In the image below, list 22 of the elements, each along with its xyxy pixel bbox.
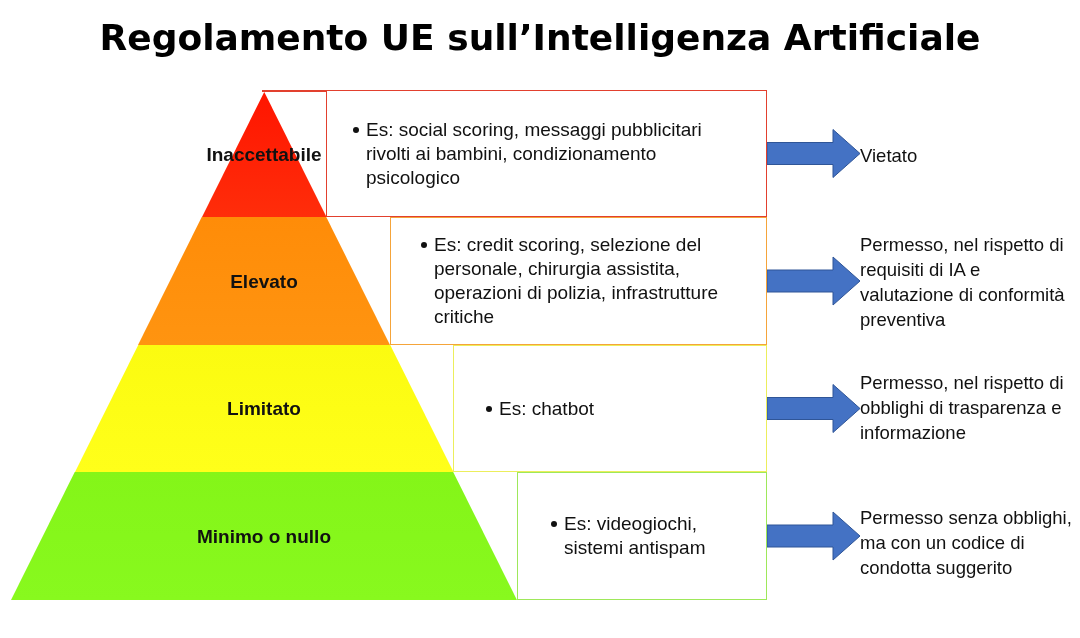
example-box (390, 217, 767, 345)
block-arrow (766, 256, 861, 306)
outcome-text: Permesso, nel rispetto di requisiti di IA e valutazione di conformità preventiva (860, 232, 1074, 332)
example-box (516, 472, 767, 600)
block-arrow (766, 384, 861, 433)
tier-label: Elevato (230, 269, 298, 293)
outcome-text: Vietato (860, 142, 1074, 168)
example-text: Es: credit scoring, selezione del personale, chirurgia assistita, operazioni di polizia, infrastrutture critiche (434, 233, 720, 329)
example-text: Es: social scoring, messaggi pubblicitari rivolti ai bambini, condizionamento psicologico (366, 117, 703, 190)
tier-label: Limitato (227, 397, 301, 420)
outcome-text: Permesso, nel rispetto di obblighi di trasparenza e informazione (860, 369, 1074, 445)
block-arrow (766, 511, 861, 561)
example-box (453, 345, 767, 472)
example-text: Es: chatbot (499, 396, 596, 421)
title: Regolamento UE sull’Intelligenza Artificiale (99, 16, 981, 60)
pyramid-tier (74, 345, 454, 472)
example-text: Es: videogiochi, sistemi antispam (564, 512, 707, 560)
pyramid-tier (11, 472, 517, 600)
tier-label: Minimo o nullo (196, 524, 331, 548)
example-box (326, 90, 767, 217)
block-arrow (766, 129, 861, 178)
outcome-text: Permesso senza obblighi, ma con un codice di condotta suggerito (860, 504, 1074, 580)
